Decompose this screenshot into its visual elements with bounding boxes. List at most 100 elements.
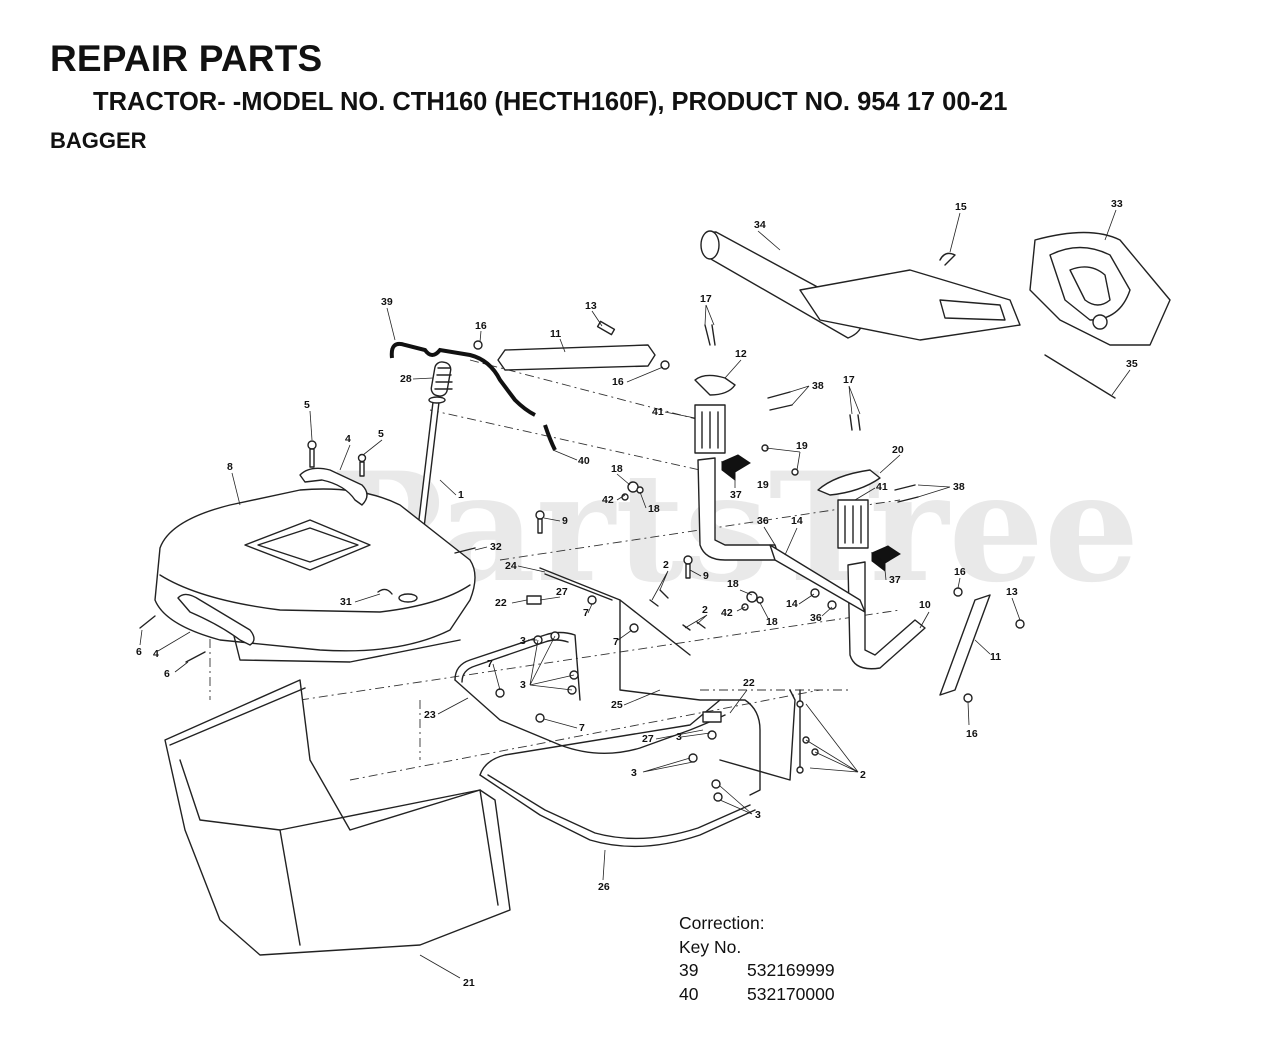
callout-label: 16 (954, 566, 966, 578)
callout-label: 10 (919, 599, 931, 611)
correction-part: 532169999 (747, 960, 835, 980)
callout-label: 6 (136, 646, 142, 658)
callout-label: 2 (663, 559, 669, 571)
correction-row: 39 532169999 (679, 959, 835, 983)
callout-label: 7 (613, 636, 619, 648)
callout-label: 19 (757, 479, 769, 491)
callout-label: 3 (520, 635, 526, 647)
callout-label: 4 (153, 648, 159, 660)
callout-label: 37 (889, 574, 901, 586)
callout-label: 1 (458, 489, 464, 501)
callout-label: 36 (757, 515, 769, 527)
mount-tubes (697, 457, 926, 670)
callout-label: 14 (786, 598, 798, 610)
bracket-11-right (939, 594, 991, 696)
callout-label: 16 (475, 320, 487, 332)
callout-label: 42 (721, 607, 733, 619)
callout-label: 16 (612, 376, 624, 388)
leader-lines (139, 209, 1131, 979)
bag-21 (164, 679, 511, 956)
cable-40 (543, 424, 557, 451)
callout-label: 35 (1126, 358, 1138, 370)
callout-label: 12 (735, 348, 747, 360)
callout-label: 27 (556, 586, 568, 598)
callout-label: 22 (495, 597, 507, 609)
callout-labels: 39 16 11 13 17 12 34 15 33 35 28 16 38 1… (136, 198, 1138, 989)
callout-label: 5 (304, 399, 310, 411)
callout-label: 25 (611, 699, 623, 711)
callout-label: 24 (505, 560, 517, 572)
callout-label: 13 (585, 300, 597, 312)
callout-label: 18 (727, 578, 739, 590)
callout-label: 28 (400, 373, 412, 385)
callout-label: 19 (796, 440, 808, 452)
callout-label: 41 (876, 481, 888, 493)
callout-label: 32 (490, 541, 502, 553)
plate-20 (817, 469, 881, 496)
correction-note: Correction: Key No. 39 532169999 40 5321… (679, 912, 835, 1006)
callout-label: 18 (766, 616, 778, 628)
callout-label: 7 (583, 607, 589, 619)
correction-subheading: Key No. (679, 936, 742, 957)
plate-12 (694, 374, 736, 396)
callout-label: 6 (164, 668, 170, 680)
callout-label: 13 (1006, 586, 1018, 598)
callout-label: 7 (579, 722, 585, 734)
callout-label: 3 (755, 809, 761, 821)
callout-label: 17 (843, 374, 855, 386)
lid-handle (299, 467, 368, 506)
callout-label: 21 (463, 977, 475, 989)
callout-label: 36 (810, 612, 822, 624)
hardware (139, 252, 1025, 802)
bagger-lid (154, 488, 476, 663)
callout-label: 39 (381, 296, 393, 308)
callout-label: 5 (378, 428, 384, 440)
page-title: REPAIR PARTS (50, 38, 323, 79)
callout-label: 38 (812, 380, 824, 392)
cable-39 (389, 341, 536, 417)
callout-label: 26 (598, 881, 610, 893)
callout-label: 11 (550, 328, 561, 340)
callout-label: 33 (1111, 198, 1123, 210)
callout-label: 22 (743, 677, 755, 689)
callout-label: 16 (966, 728, 978, 740)
callout-label: 11 (990, 651, 1001, 663)
callout-label: 37 (730, 489, 742, 501)
bracket-11-upper (497, 344, 656, 371)
callout-label: 17 (700, 293, 712, 305)
correction-heading: Correction: (679, 913, 765, 933)
correction-row: 40 532170000 (679, 983, 835, 1007)
model-subtitle: TRACTOR- -MODEL NO. CTH160 (HECTH160F), … (93, 88, 1008, 116)
callout-label: 34 (754, 219, 766, 231)
callout-label: 7 (487, 658, 493, 670)
callout-label: 2 (860, 769, 866, 781)
callout-label: 8 (227, 461, 233, 473)
callout-label: 9 (562, 515, 568, 527)
callout-label: 9 (703, 570, 709, 582)
block-37-right (871, 545, 901, 573)
callout-label: 42 (602, 494, 614, 506)
correction-key: 39 (679, 960, 699, 980)
callout-label: 3 (676, 731, 682, 743)
callout-label: 18 (611, 463, 623, 475)
callout-label: 3 (631, 767, 637, 779)
callout-label: 2 (702, 604, 708, 616)
callout-label: 15 (955, 201, 967, 213)
section-title: BAGGER (50, 128, 147, 153)
pin-35 (1044, 354, 1116, 399)
correction-part: 532170000 (747, 983, 835, 1004)
callout-label: 20 (892, 444, 904, 456)
hitch-assembly (700, 230, 1171, 346)
callout-label: 40 (578, 455, 590, 467)
correction-key: 40 (679, 983, 699, 1004)
callout-label: 27 (642, 733, 654, 745)
callout-label: 41 (652, 406, 664, 418)
callout-label: 14 (791, 515, 803, 527)
frame-tubes (454, 567, 801, 848)
callout-label: 31 (340, 596, 352, 608)
callout-label: 3 (520, 679, 526, 691)
callout-label: 38 (953, 481, 965, 493)
callout-label: 23 (424, 709, 436, 721)
callout-label: 4 (345, 433, 351, 445)
